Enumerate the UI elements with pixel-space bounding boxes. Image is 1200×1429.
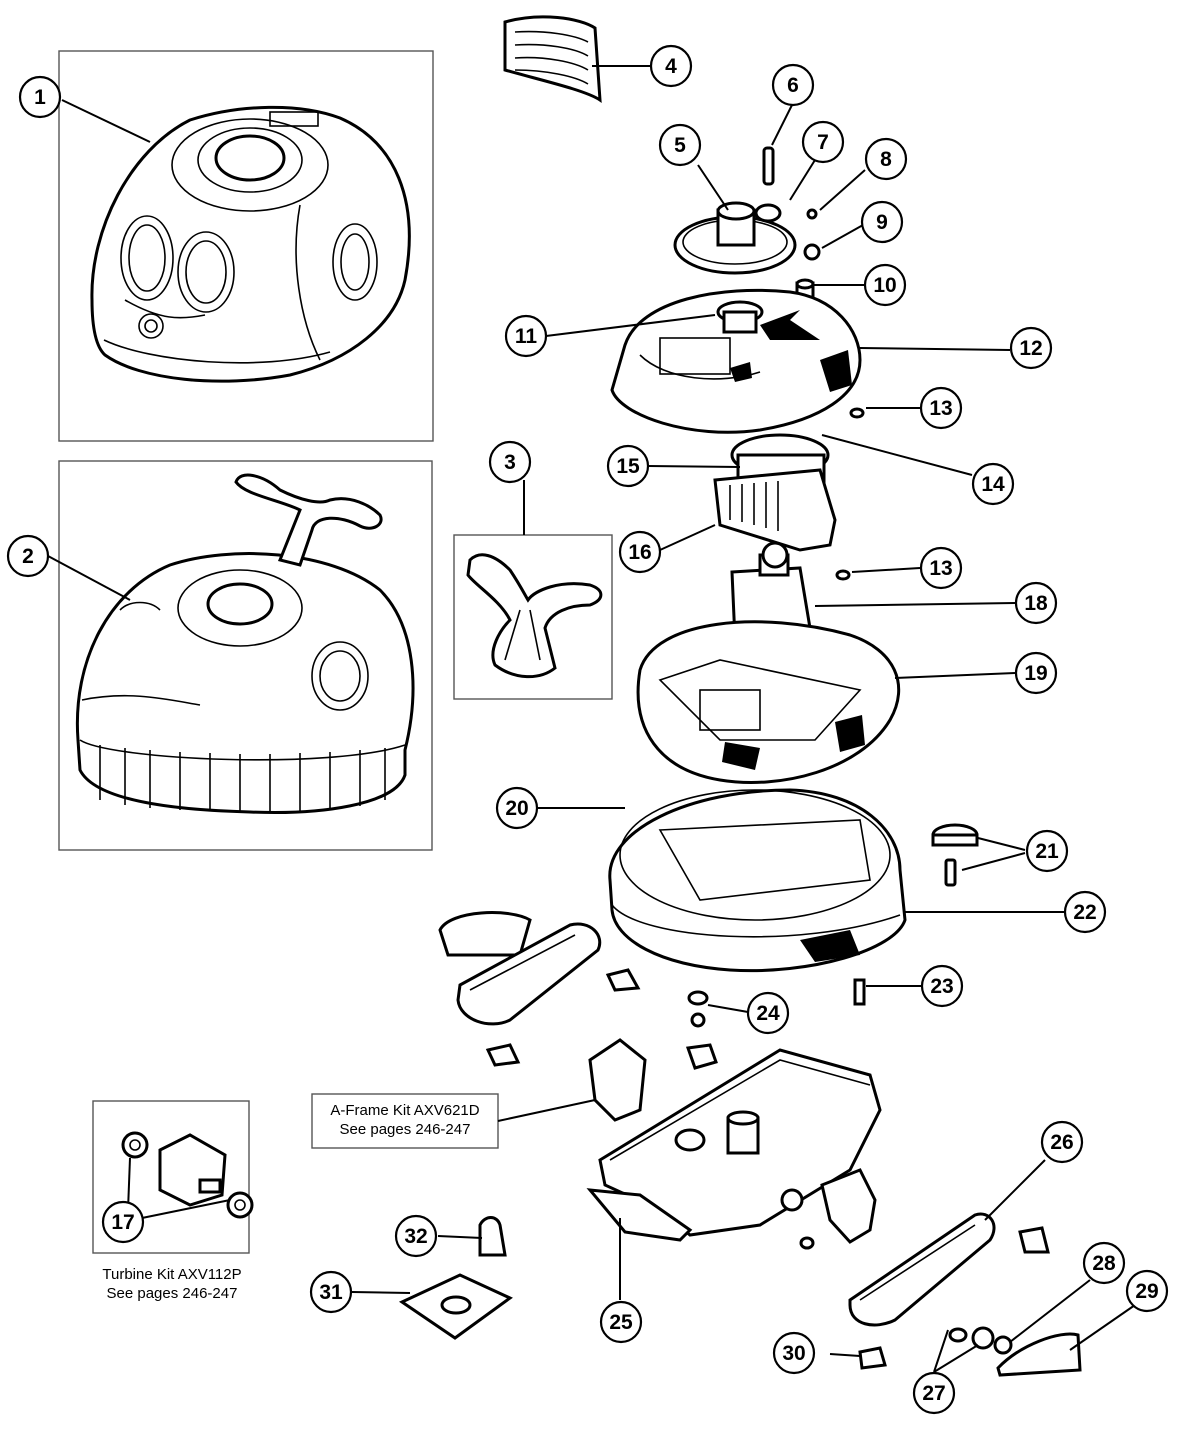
leader-lines bbox=[47, 65, 1136, 1373]
callout-28: 28 bbox=[1082, 1241, 1126, 1285]
svg-text:10: 10 bbox=[873, 274, 896, 297]
turbine-kit-part bbox=[121, 1131, 254, 1219]
turbine-kit-line2: See pages 246-247 bbox=[107, 1285, 238, 1302]
callout-25: 25 bbox=[599, 1300, 643, 1344]
svg-text:3: 3 bbox=[504, 451, 516, 474]
upper-housing-part bbox=[610, 288, 862, 434]
svg-text:18: 18 bbox=[1024, 592, 1048, 615]
callout-19: 19 bbox=[1014, 651, 1058, 695]
left-track-part bbox=[438, 911, 641, 1067]
callout-6: 6 bbox=[771, 63, 815, 107]
callout-14: 14 bbox=[971, 462, 1015, 506]
svg-text:27: 27 bbox=[922, 1382, 945, 1405]
small-screws-part bbox=[687, 978, 866, 1028]
svg-text:21: 21 bbox=[1035, 840, 1059, 863]
callout-18: 18 bbox=[1014, 581, 1058, 625]
callout-31: 31 bbox=[309, 1270, 353, 1314]
callout-1: 1 bbox=[18, 75, 62, 119]
callout-21: 21 bbox=[1025, 829, 1069, 873]
svg-text:6: 6 bbox=[787, 74, 799, 97]
callout-23: 23 bbox=[920, 964, 964, 1008]
svg-text:14: 14 bbox=[981, 473, 1005, 496]
svg-text:5: 5 bbox=[674, 134, 686, 157]
gear-assembly-part bbox=[673, 146, 821, 307]
svg-text:8: 8 bbox=[880, 148, 892, 171]
turbine-kit-line1: Turbine Kit AXV112P bbox=[102, 1266, 241, 1283]
callout-16: 16 bbox=[618, 530, 662, 574]
callout-32: 32 bbox=[394, 1214, 438, 1258]
inset-box-turbine-kit bbox=[92, 1100, 250, 1254]
svg-text:22: 22 bbox=[1073, 901, 1096, 924]
callout-26: 26 bbox=[1040, 1120, 1084, 1164]
svg-text:24: 24 bbox=[756, 1002, 780, 1025]
svg-text:16: 16 bbox=[628, 541, 651, 564]
gearbox-part bbox=[713, 433, 837, 552]
aframe-kit-line1: A-Frame Kit AXV621D bbox=[330, 1102, 479, 1119]
svg-text:17: 17 bbox=[111, 1211, 134, 1234]
svg-text:26: 26 bbox=[1050, 1131, 1073, 1154]
base-part bbox=[608, 788, 907, 973]
whale-cover-part bbox=[75, 473, 415, 814]
svg-text:25: 25 bbox=[609, 1311, 633, 1334]
mid-housing-part bbox=[636, 620, 901, 784]
svg-text:15: 15 bbox=[616, 455, 640, 478]
callout-12: 12 bbox=[1009, 326, 1053, 370]
svg-text:9: 9 bbox=[876, 211, 888, 234]
callout-15: 15 bbox=[606, 444, 650, 488]
svg-text:23: 23 bbox=[930, 975, 953, 998]
svg-text:1: 1 bbox=[34, 86, 46, 109]
callout-29: 29 bbox=[1125, 1269, 1169, 1313]
inset-box-whale-cover bbox=[58, 460, 433, 851]
svg-text:7: 7 bbox=[817, 131, 829, 154]
callout-22: 22 bbox=[1063, 890, 1107, 934]
callout-8: 8 bbox=[864, 137, 908, 181]
top-cover-part bbox=[90, 105, 411, 383]
svg-text:12: 12 bbox=[1019, 337, 1042, 360]
callout-13-upper: 13 bbox=[919, 386, 963, 430]
screw-part bbox=[835, 407, 865, 581]
svg-text:31: 31 bbox=[319, 1281, 343, 1304]
callout-4: 4 bbox=[649, 44, 693, 88]
callout-30: 30 bbox=[772, 1331, 816, 1375]
svg-text:28: 28 bbox=[1092, 1252, 1116, 1275]
svg-text:30: 30 bbox=[782, 1342, 805, 1365]
callout-7: 7 bbox=[801, 120, 845, 164]
callout-24: 24 bbox=[746, 991, 790, 1035]
callout-17: 17 bbox=[101, 1200, 145, 1244]
callout-13-lower: 13 bbox=[919, 546, 963, 590]
svg-text:13: 13 bbox=[929, 397, 952, 420]
pad-and-clip-part bbox=[398, 1216, 513, 1340]
callout-20: 20 bbox=[495, 786, 539, 830]
callout-2: 2 bbox=[6, 534, 50, 578]
aframe-kit-line2: See pages 246-247 bbox=[340, 1121, 471, 1138]
callout-5: 5 bbox=[658, 123, 702, 167]
callout-9: 9 bbox=[860, 200, 904, 244]
roller-and-bolt-part bbox=[931, 823, 979, 887]
svg-text:29: 29 bbox=[1135, 1280, 1158, 1303]
inset-box-tail bbox=[453, 534, 613, 700]
grille-part bbox=[503, 15, 602, 103]
inset-box-top-cover bbox=[58, 50, 434, 442]
callout-27: 27 bbox=[912, 1371, 956, 1415]
callout-10: 10 bbox=[863, 263, 907, 307]
svg-text:20: 20 bbox=[505, 797, 528, 820]
svg-text:32: 32 bbox=[404, 1225, 427, 1248]
right-track-part bbox=[848, 1212, 1082, 1377]
tail-part bbox=[466, 553, 603, 679]
svg-text:19: 19 bbox=[1024, 662, 1047, 685]
svg-text:2: 2 bbox=[22, 545, 34, 568]
chassis-part bbox=[586, 1038, 882, 1250]
svg-text:4: 4 bbox=[665, 55, 677, 78]
svg-text:11: 11 bbox=[515, 325, 538, 348]
svg-text:13: 13 bbox=[929, 557, 952, 580]
callout-11: 11 bbox=[504, 314, 548, 358]
callout-3: 3 bbox=[488, 440, 532, 484]
